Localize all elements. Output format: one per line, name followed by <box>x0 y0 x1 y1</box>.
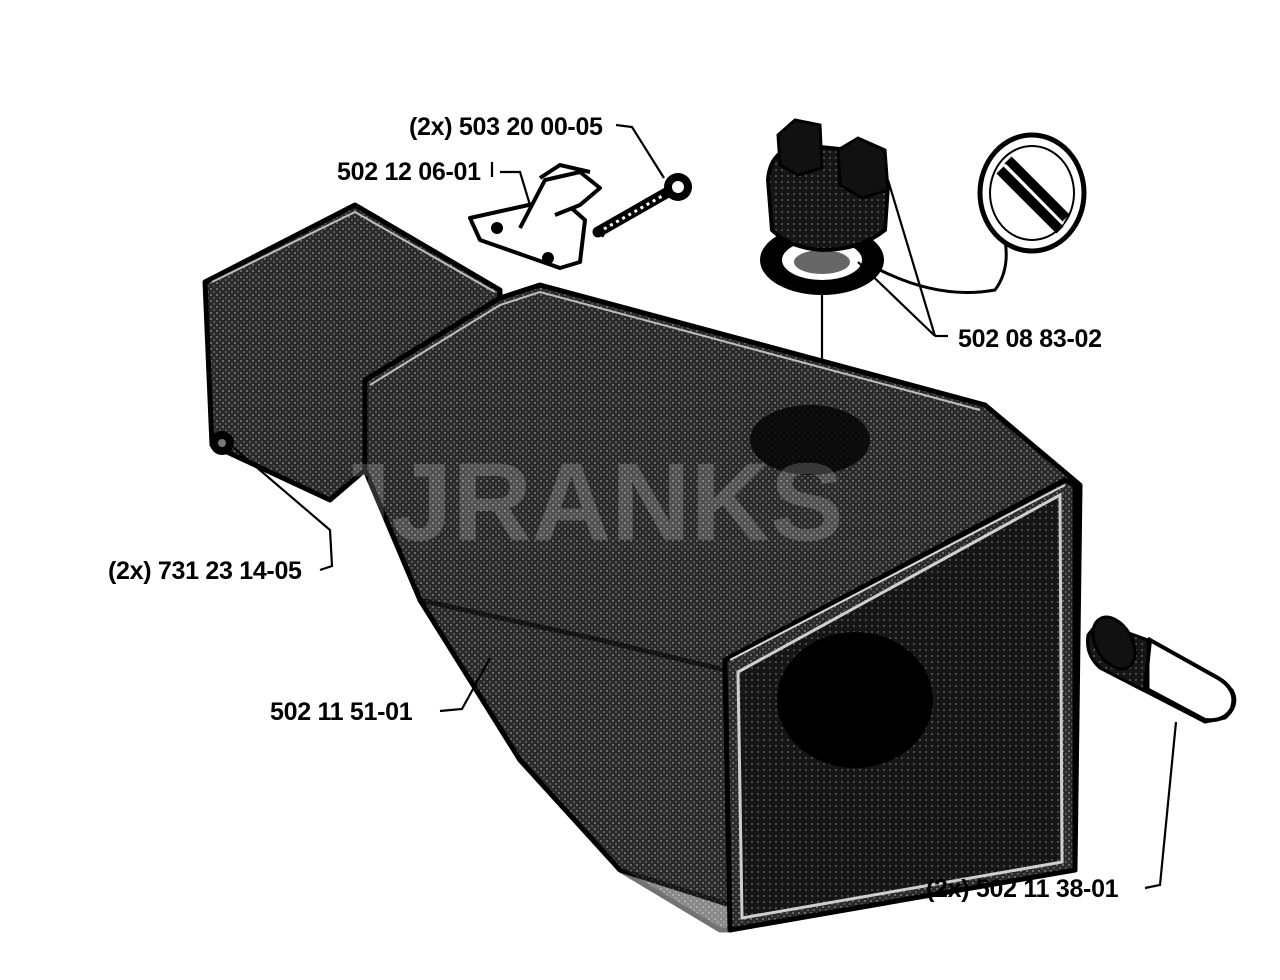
leader-lines <box>233 123 1178 890</box>
label-tank: 502 11 51-01 <box>270 698 413 726</box>
nut-icon <box>210 431 234 455</box>
label-fuel-cap: 502 08 83-02 <box>958 325 1102 353</box>
part-labels: (2x) 503 20 00-05 502 12 06-01 502 08 83… <box>108 113 1119 903</box>
watermark: JJRANKS <box>330 441 843 564</box>
fuel-cap-icon <box>760 118 1087 295</box>
svg-text:JJRANKS: JJRANKS <box>330 441 843 564</box>
label-nut: (2x) 731 23 14-05 <box>108 557 302 585</box>
bolt-icon <box>592 173 692 238</box>
damper-icon <box>1086 615 1237 724</box>
label-bracket: 502 12 06-01 <box>337 158 481 186</box>
bracket-icon <box>468 162 602 270</box>
fuel-tank-icon <box>202 202 1083 933</box>
label-damper: (2x) 502 11 38-01 <box>926 875 1119 903</box>
label-bolt: (2x) 503 20 00-05 <box>409 113 603 141</box>
